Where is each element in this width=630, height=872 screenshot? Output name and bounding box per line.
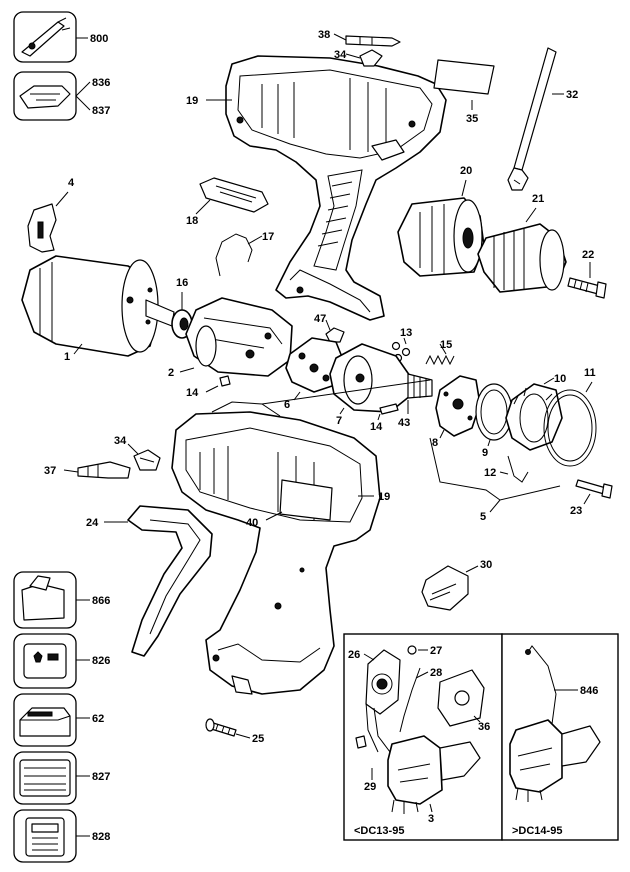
accessory-box-866: 866 bbox=[13, 571, 110, 629]
label-23: 23 bbox=[570, 505, 582, 517]
label-20: 20 bbox=[460, 165, 472, 177]
switch-18: 18 bbox=[186, 177, 269, 227]
screw-25: 25 bbox=[205, 718, 264, 745]
label-17: 17 bbox=[262, 231, 274, 243]
spring-17: 17 bbox=[215, 231, 274, 277]
label-16: 16 bbox=[176, 277, 188, 289]
motor-1: 1 bbox=[21, 255, 175, 363]
screw-14-right: 14 bbox=[370, 403, 399, 433]
label-5: 5 bbox=[480, 511, 486, 523]
label-866: 866 bbox=[92, 595, 110, 607]
label-10: 10 bbox=[554, 373, 566, 385]
label-32: 32 bbox=[566, 89, 578, 101]
label-15: 15 bbox=[440, 339, 452, 351]
label-826: 826 bbox=[92, 655, 110, 667]
label-14-right: 14 bbox=[370, 421, 383, 433]
part-47: 47 bbox=[314, 313, 345, 343]
label-19-bottom: 19 bbox=[378, 491, 390, 503]
label-19-top: 19 bbox=[186, 95, 198, 107]
label-13: 13 bbox=[400, 327, 412, 339]
caption-dc14-95: >DC14-95 bbox=[512, 825, 562, 837]
label-21: 21 bbox=[532, 193, 544, 205]
accessory-box-836-837: 836 837 bbox=[13, 71, 110, 121]
screw-22: 22 bbox=[567, 249, 607, 299]
label-7: 7 bbox=[336, 415, 342, 427]
label-plate-35: 35 bbox=[433, 59, 495, 125]
chuck-sleeve-20: 20 bbox=[397, 165, 485, 277]
screw-23: 23 bbox=[570, 479, 613, 517]
label-24: 24 bbox=[86, 517, 99, 529]
switch-30: 30 bbox=[421, 559, 492, 611]
screw-14-left: 14 bbox=[186, 375, 231, 399]
label-827: 827 bbox=[92, 771, 110, 783]
label-38: 38 bbox=[318, 29, 330, 41]
label-8: 8 bbox=[432, 437, 438, 449]
grip-24: 24 bbox=[86, 505, 213, 657]
clip-34-lower: 34 bbox=[114, 435, 161, 471]
accessory-box-62: 62 bbox=[13, 693, 104, 747]
label-2: 2 bbox=[168, 367, 174, 379]
wrench-32: 32 bbox=[507, 47, 578, 191]
accessory-box-827: 827 bbox=[13, 751, 110, 805]
label-3: 3 bbox=[428, 813, 434, 825]
label-800: 800 bbox=[90, 33, 108, 45]
inset-dc13-95: 26 27 28 36 29 3 <DC13-95 bbox=[343, 633, 503, 841]
label-11: 11 bbox=[584, 367, 596, 379]
wire-ring-11: 11 bbox=[543, 367, 597, 467]
label-27: 27 bbox=[430, 645, 442, 657]
label-6: 6 bbox=[284, 399, 290, 411]
bit-37: 37 bbox=[44, 461, 131, 479]
caption-dc13-95: <DC13-95 bbox=[354, 825, 404, 837]
label-828: 828 bbox=[92, 831, 110, 843]
label-36: 36 bbox=[478, 721, 490, 733]
accessory-box-826: 826 bbox=[13, 633, 110, 689]
label-25: 25 bbox=[252, 733, 264, 745]
clutch-7: 7 bbox=[329, 343, 433, 427]
label-9: 9 bbox=[482, 447, 488, 459]
label-12: 12 bbox=[484, 467, 496, 479]
label-14-left: 14 bbox=[186, 387, 199, 399]
spindle-43: 43 bbox=[398, 400, 410, 429]
label-1: 1 bbox=[64, 351, 70, 363]
clip-34-top: 34 bbox=[334, 49, 383, 67]
brush-holder-4: 4 bbox=[27, 177, 75, 253]
accessory-box-800: 800 bbox=[13, 11, 108, 63]
label-28: 28 bbox=[430, 667, 442, 679]
chuck-21: 21 bbox=[477, 193, 567, 293]
wire-12: 12 bbox=[484, 455, 529, 483]
label-43: 43 bbox=[398, 417, 410, 429]
label-34-top: 34 bbox=[334, 49, 347, 61]
label-846: 846 bbox=[580, 685, 598, 697]
label-37: 37 bbox=[44, 465, 56, 477]
label-30: 30 bbox=[480, 559, 492, 571]
label-35: 35 bbox=[466, 113, 478, 125]
label-34-lower: 34 bbox=[114, 435, 127, 447]
label-47: 47 bbox=[314, 313, 326, 325]
label-836: 836 bbox=[92, 77, 110, 89]
label-4: 4 bbox=[68, 177, 75, 189]
accessory-box-828: 828 bbox=[13, 809, 110, 863]
spring-15: 15 bbox=[425, 339, 455, 366]
label-26: 26 bbox=[348, 649, 360, 661]
gearbox-2: 2 bbox=[168, 297, 293, 379]
label-837: 837 bbox=[92, 105, 110, 117]
inset-dc14-95: 846 >DC14-95 bbox=[501, 633, 619, 841]
label-29: 29 bbox=[364, 781, 376, 793]
label-62: 62 bbox=[92, 713, 104, 725]
clutch-ring-10: 10 bbox=[505, 373, 566, 451]
label-18: 18 bbox=[186, 215, 198, 227]
plate-8: 8 bbox=[432, 375, 481, 449]
label-40: 40 bbox=[246, 517, 258, 529]
label-22: 22 bbox=[582, 249, 594, 261]
housing-half-19-bottom bbox=[171, 401, 381, 695]
carrier-6: 6 bbox=[284, 337, 345, 411]
bit-38: 38 bbox=[318, 29, 401, 47]
housing-half-19-top bbox=[225, 55, 447, 321]
